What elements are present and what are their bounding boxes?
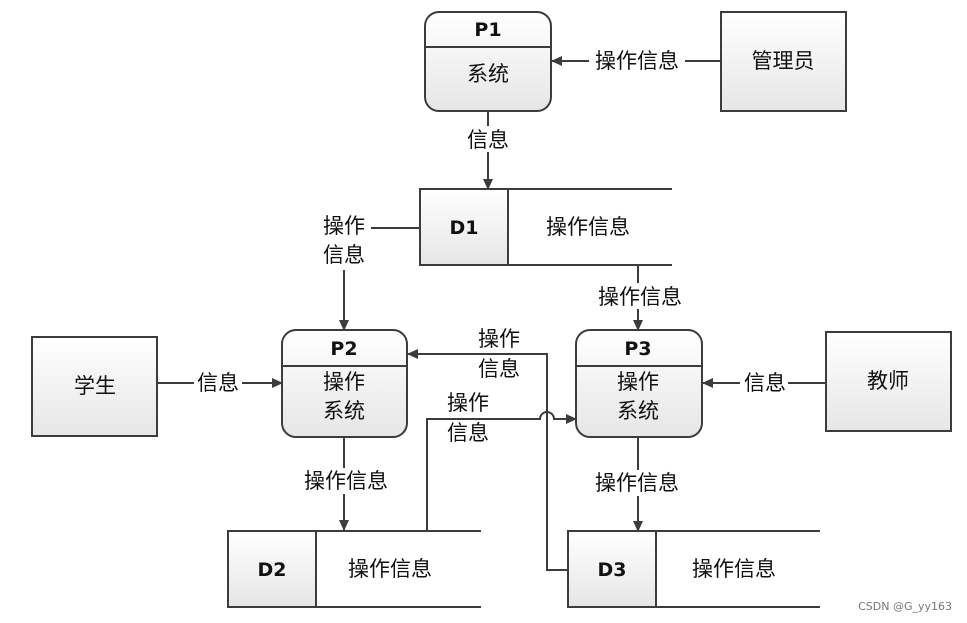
flow-d1-p2 <box>344 227 420 330</box>
process-p1-id: P1 <box>474 19 501 41</box>
entity-admin: 管理员 <box>720 11 847 112</box>
process-p2: P2 操作 系统 <box>281 329 408 438</box>
process-p3-id: P3 <box>624 338 651 360</box>
flow-label-p2-d2: 操作信息 <box>304 469 388 493</box>
flow-label-d1-p3: 操作信息 <box>598 285 682 309</box>
store-d3-id: D3 <box>598 559 627 581</box>
flow-label-p1-d1: 信息 <box>467 128 509 152</box>
entity-admin-label: 管理员 <box>752 49 815 73</box>
process-p1: P1 系统 <box>424 11 552 112</box>
store-d1-label: 操作信息 <box>546 215 630 239</box>
flow-label-teacher-p3: 信息 <box>744 371 786 395</box>
store-d2-id: D2 <box>258 559 287 581</box>
flow-d2-p3 <box>426 411 577 531</box>
flow-label-d3-p2-line1: 操作 <box>478 327 520 351</box>
entity-teacher: 教师 <box>825 331 952 432</box>
process-p1-label: 系统 <box>467 62 509 86</box>
flow-label-admin-p1: 操作信息 <box>595 49 679 73</box>
process-p2-label-line1: 操作 <box>323 370 365 394</box>
watermark: CSDN @G_yy163 <box>858 600 952 613</box>
process-p2-label-line2: 系统 <box>323 399 365 423</box>
store-d1: D1 操作信息 <box>419 188 672 266</box>
flow-label-d3-p2-line2: 信息 <box>478 357 520 381</box>
store-d2: D2 操作信息 <box>227 530 481 608</box>
store-d1-id: D1 <box>450 217 479 239</box>
flow-label-d2-p3-line1: 操作 <box>447 391 489 415</box>
entity-student: 学生 <box>31 336 158 437</box>
process-p3-label-line1: 操作 <box>617 370 659 394</box>
store-d3: D3 操作信息 <box>567 530 820 608</box>
flow-label-d1-p2-line1: 操作 <box>323 214 365 238</box>
flow-label-d2-p3-line2: 信息 <box>447 421 489 445</box>
store-d3-label: 操作信息 <box>692 557 776 581</box>
process-p2-id: P2 <box>330 338 357 360</box>
process-p3: P3 操作 系统 <box>575 329 703 438</box>
flow-label-d1-p2-line2: 信息 <box>323 243 365 267</box>
entity-student-label: 学生 <box>74 374 116 398</box>
flow-d3-p2 <box>407 349 568 571</box>
flow-label-p3-d3: 操作信息 <box>595 471 679 495</box>
store-d2-label: 操作信息 <box>348 557 432 581</box>
entity-teacher-label: 教师 <box>867 369 909 393</box>
process-p3-label-line2: 系统 <box>617 399 659 423</box>
flow-label-student-p2: 信息 <box>197 371 239 395</box>
